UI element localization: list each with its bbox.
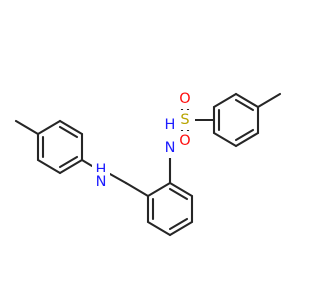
tolyl-ring: [36, 119, 84, 175]
atom-sulfur: S: [177, 110, 195, 130]
atom-oxygen-top: O: [176, 89, 194, 109]
tolyl-methyl-bond: [14, 119, 40, 136]
tosyl-ring: [212, 92, 260, 148]
atom-n-sulfonamide: N H: [161, 115, 179, 158]
sulfur-label: S: [180, 112, 189, 128]
ch2-nh-bond: [108, 172, 128, 185]
atom-oxygen-bottom: O: [176, 131, 194, 151]
nh-aryl-bond: [80, 158, 94, 168]
nitrogen-label: N: [165, 140, 176, 156]
oxygen-top-label: O: [179, 91, 190, 107]
aniline-ring: [146, 153, 194, 237]
amine-h-label: H: [96, 162, 107, 178]
oxygen-bottom-label: O: [179, 133, 190, 149]
ch2-ring-bond: [124, 181, 150, 198]
tosyl-methyl-bond: [256, 92, 282, 109]
amine-n-label: N: [96, 174, 107, 190]
atom-nh-amine: H N: [92, 160, 110, 192]
nitrogen-h-label: H: [165, 117, 176, 133]
structure-diagram: N H S O O H N: [14, 89, 282, 237]
molecule-canvas: N H S O O H N: [14, 89, 282, 237]
